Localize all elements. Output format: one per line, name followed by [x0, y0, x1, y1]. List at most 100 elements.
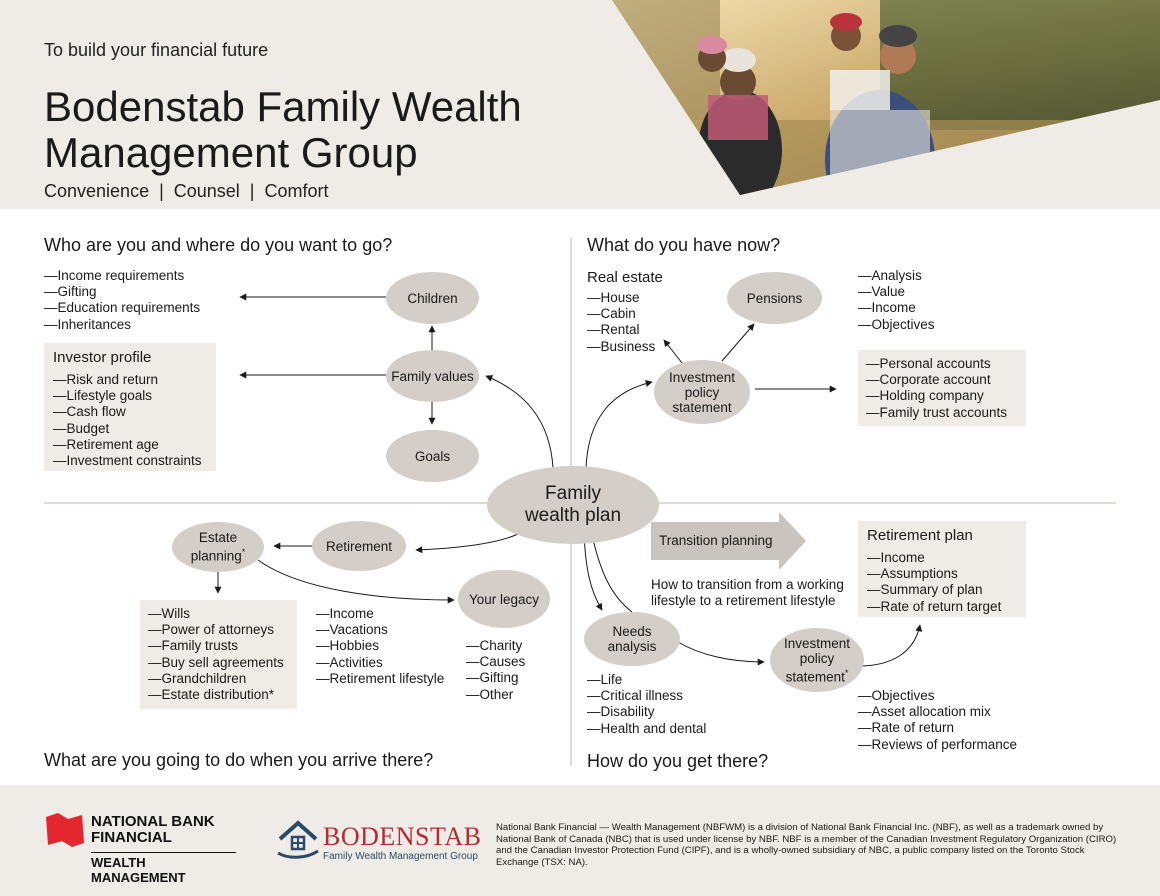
retirement-plan-heading: Retirement plan [867, 527, 973, 544]
list-item: Investment constraints [53, 453, 207, 469]
list-item: Reviews of performance [858, 737, 1018, 753]
real-estate-heading: Real estate [587, 269, 663, 286]
estate-box: Wills Power of attorneys Family trusts B… [140, 600, 297, 709]
list-item: Rate of return target [867, 599, 1017, 615]
list-item: Gifting [44, 284, 200, 300]
accounts-list: Personal accounts Corporate account Hold… [866, 356, 1018, 421]
list-item: Causes [466, 654, 526, 670]
list-item: Disability [587, 704, 706, 720]
list-item: Business [587, 339, 656, 355]
children-list: Income requirements Gifting Education re… [44, 268, 201, 333]
list-item: Cash flow [53, 404, 207, 420]
legal-disclaimer: National Bank Financial — Wealth Managem… [496, 822, 1117, 868]
question-top-right: What do you have now? [587, 235, 781, 255]
list-item: Inheritances [44, 317, 200, 333]
ips2-line1: Investment [783, 635, 851, 651]
list-item: Lifestyle goals [53, 388, 207, 404]
investor-profile-box: Investor profile Risk and return Lifesty… [44, 343, 216, 471]
nbf-line2: FINANCIAL [91, 829, 172, 846]
list-item: Wills [148, 606, 289, 622]
needs-line2: analysis [607, 639, 657, 654]
transition-arrow-shape [651, 512, 806, 570]
investor-profile-list: Risk and return Lifestyle goals Cash flo… [53, 372, 207, 469]
estate-line1: Estate [198, 530, 238, 546]
retirement-plan-list: Income Assumptions Summary of plan Rate … [867, 550, 1017, 615]
pensions-node: Pensions [727, 272, 822, 324]
list-item: Corporate account [866, 372, 1018, 388]
page-subtitle: Convenience | Counsel | Comfort [44, 181, 329, 201]
list-item: Cabin [587, 306, 655, 322]
list-item: Income requirements [44, 268, 200, 284]
pensions-list: Analysis Value Income Objectives [858, 268, 935, 333]
investor-profile-heading: Investor profile [53, 349, 152, 366]
ips2-footnote-mark: * [844, 667, 849, 678]
family-values-node: Family values [386, 350, 479, 402]
retirement-node: Retirement [312, 521, 406, 571]
goals-node: Goals [386, 430, 479, 482]
investment-policy-statement-node-2: Investment policy statement* [770, 628, 864, 692]
investment-policy-statement-node: Investment policy statement [654, 360, 750, 424]
list-item: Income [316, 606, 444, 622]
list-item: Rental [587, 322, 655, 338]
ips-line2: policy [684, 384, 720, 400]
tagline: To build your financial future [44, 40, 269, 60]
children-node: Children [386, 272, 479, 324]
family-photo [612, 0, 1160, 195]
page-title-line2: Management Group [44, 129, 418, 176]
estate-footnote-mark: * [241, 547, 246, 558]
family-wealth-plan-node: Family wealth plan [487, 466, 659, 544]
list-item: Grandchildren [148, 671, 289, 687]
list-item: Budget [53, 421, 207, 437]
nbf-wordmark: NATIONAL BANK FINANCIAL [91, 814, 215, 846]
list-item: Family trust accounts [866, 405, 1018, 421]
list-item: Personal accounts [866, 356, 1018, 372]
ips2-line3: statement [785, 669, 845, 685]
bodenstab-subtitle: Family Wealth Management Group [323, 851, 478, 862]
list-item: Power of attorneys [148, 622, 289, 638]
question-bottom-right: How do you get there? [587, 751, 769, 771]
list-item: House [587, 290, 655, 306]
needs-list: Life Critical illness Disability Health … [587, 672, 707, 737]
list-item: Objectives [858, 688, 1017, 704]
national-bank-logo-icon [46, 813, 84, 847]
accounts-box: Personal accounts Corporate account Hold… [858, 350, 1026, 426]
list-item: Estate distribution* [148, 687, 289, 703]
legacy-list: Charity Causes Gifting Other [466, 638, 526, 703]
list-item: Charity [466, 638, 525, 654]
estate-line2: planning [190, 548, 242, 564]
page-title-line1: Bodenstab Family Wealth [44, 83, 522, 130]
list-item: Income [858, 300, 935, 316]
transition-planning-label: Transition planning [659, 533, 773, 548]
list-item: Risk and return [53, 372, 207, 388]
list-item: Objectives [858, 317, 935, 333]
needs-analysis-node: Needs analysis [584, 612, 680, 666]
bodenstab-wordmark: BODENSTAB [323, 822, 482, 851]
list-item: Buy sell agreements [148, 655, 289, 671]
list-item: Rate of return [858, 720, 1017, 736]
retirement-list: Income Vacations Hobbies Activities Reti… [316, 606, 445, 687]
needs-line1: Needs [612, 624, 652, 639]
ips-list: Objectives Asset allocation mix Rate of … [858, 688, 1018, 753]
estate-list: Wills Power of attorneys Family trusts B… [148, 606, 289, 703]
question-top-left: Who are you and where do you want to go? [44, 235, 393, 255]
footer [0, 785, 1160, 896]
list-item: Hobbies [316, 638, 444, 654]
center-node-line1: Family [545, 483, 601, 504]
list-item: Retirement lifestyle [316, 671, 445, 687]
transition-planning-arrow: Transition planning [651, 512, 806, 570]
center-node-line2: wealth plan [524, 505, 622, 526]
list-item: Value [858, 284, 935, 300]
list-item: Analysis [858, 268, 935, 284]
list-item: Activities [316, 655, 444, 671]
list-item: Education requirements [44, 300, 201, 316]
your-legacy-node: Your legacy [458, 570, 550, 628]
list-item: Summary of plan [867, 582, 1017, 598]
list-item: Holding company [866, 388, 1018, 404]
nbf-line1: NATIONAL BANK [91, 813, 215, 830]
list-item: Assumptions [867, 566, 1017, 582]
list-item: Income [867, 550, 1017, 566]
ips2-line2: policy [799, 650, 835, 666]
list-item: Life [587, 672, 706, 688]
bodenstab-house-icon [277, 820, 319, 859]
